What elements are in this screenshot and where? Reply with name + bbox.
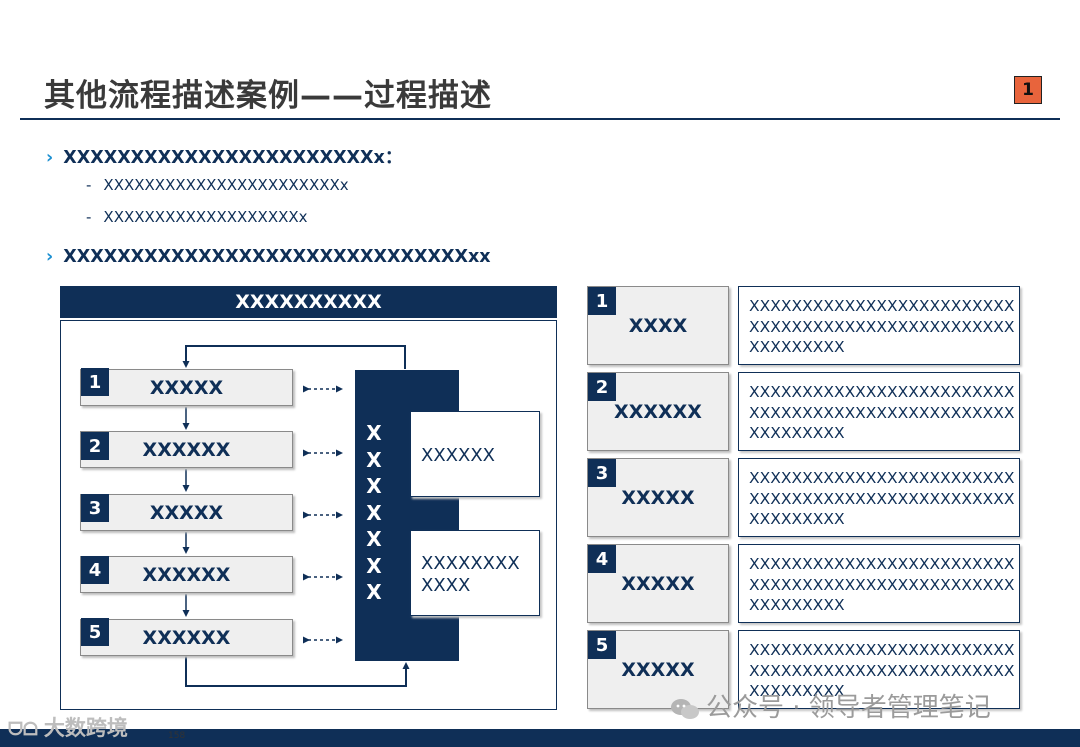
footer-bar bbox=[0, 729, 1080, 747]
process-column-label: X X X X X X X bbox=[355, 420, 393, 606]
right-row-1-number: 1 bbox=[588, 287, 616, 315]
wechat-icon bbox=[670, 697, 700, 721]
column-char: X bbox=[366, 421, 382, 445]
bullet-1: › XXXXXXXXXXXXXXXXXXXXXXXx： bbox=[46, 144, 402, 169]
column-char: X bbox=[366, 447, 382, 472]
right-row-1-label: XXXX bbox=[587, 286, 729, 365]
step-2-number: 2 bbox=[81, 432, 109, 460]
column-char: X bbox=[366, 527, 382, 551]
left-panel-header: XXXXXXXXXX bbox=[60, 286, 557, 318]
step-3: XXXXX bbox=[80, 494, 293, 531]
right-row-2-desc: XXXXXXXXXXXXXXXXXXXXXXXXX XXXXXXXXXXXXXX… bbox=[738, 372, 1020, 451]
right-row-4-desc: XXXXXXXXXXXXXXXXXXXXXXXXX XXXXXXXXXXXXXX… bbox=[738, 544, 1020, 623]
column-char: X bbox=[366, 500, 382, 525]
sub-bullet-2-text: XXXXXXXXXXXXXXXXXXXx bbox=[103, 208, 308, 226]
page-number: 158 bbox=[168, 731, 186, 741]
right-row-5-number: 5 bbox=[588, 631, 616, 659]
chevron-right-icon: › bbox=[46, 148, 54, 168]
right-row-2-number: 2 bbox=[588, 373, 616, 401]
right-row-3-number: 3 bbox=[588, 459, 616, 487]
step-5: XXXXXX bbox=[80, 619, 293, 656]
sub-bullet-2: -XXXXXXXXXXXXXXXXXXXx bbox=[86, 208, 308, 226]
step-5-number: 5 bbox=[81, 618, 109, 646]
column-char: X bbox=[366, 553, 382, 578]
watermark: 公众号 · 领导者管理笔记 bbox=[670, 687, 991, 724]
sub-bullet-1-text: XXXXXXXXXXXXXXXXXXXXXXXx bbox=[103, 176, 349, 194]
dash-icon: - bbox=[86, 208, 92, 226]
watermark-text: 公众号 · 领导者管理笔记 bbox=[706, 693, 991, 723]
column-box-bottom-line-1: XXXXXXXX bbox=[421, 553, 520, 574]
step-1: XXXXX bbox=[80, 369, 293, 406]
page-badge: 1 bbox=[1014, 76, 1042, 104]
right-row-3-desc: XXXXXXXXXXXXXXXXXXXXXXXXX XXXXXXXXXXXXXX… bbox=[738, 458, 1020, 537]
sub-bullet-1: -XXXXXXXXXXXXXXXXXXXXXXXx bbox=[86, 176, 349, 194]
column-char: X bbox=[366, 580, 382, 604]
column-char: X bbox=[366, 474, 382, 498]
title-divider bbox=[20, 118, 1060, 120]
chevron-right-icon: › bbox=[46, 247, 54, 267]
step-4: XXXXXX bbox=[80, 556, 293, 593]
bullet-1-text: XXXXXXXXXXXXXXXXXXXXXXXx： bbox=[63, 148, 403, 168]
column-box-top: XXXXXX bbox=[410, 411, 540, 497]
column-box-bottom: XXXXXXXX XXXX bbox=[410, 530, 540, 616]
step-4-number: 4 bbox=[81, 556, 109, 584]
column-box-top-text: XXXXXX bbox=[421, 445, 495, 466]
right-row-4-number: 4 bbox=[588, 545, 616, 573]
bullet-2: › XXXXXXXXXXXXXXXXXXXXXXXXXXXXXXxx bbox=[46, 247, 491, 267]
step-1-number: 1 bbox=[81, 368, 109, 396]
bullet-2-text: XXXXXXXXXXXXXXXXXXXXXXXXXXXXXXxx bbox=[63, 247, 491, 267]
right-row-5-desc: XXXXXXXXXXXXXXXXXXXXXXXXX XXXXXXXXXXXXXX… bbox=[738, 630, 1020, 709]
dash-icon: - bbox=[86, 176, 92, 194]
page-title: 其他流程描述案例——过程描述 bbox=[44, 78, 492, 114]
column-box-bottom-line-2: XXXX bbox=[421, 575, 471, 596]
right-row-1-desc: XXXXXXXXXXXXXXXXXXXXXXXXX XXXXXXXXXXXXXX… bbox=[738, 286, 1020, 365]
step-3-number: 3 bbox=[81, 494, 109, 522]
step-2: XXXXXX bbox=[80, 431, 293, 468]
footer-logo-text: 大数跨境 bbox=[43, 716, 128, 740]
logo-icon: ᗜᗝ bbox=[8, 719, 38, 740]
